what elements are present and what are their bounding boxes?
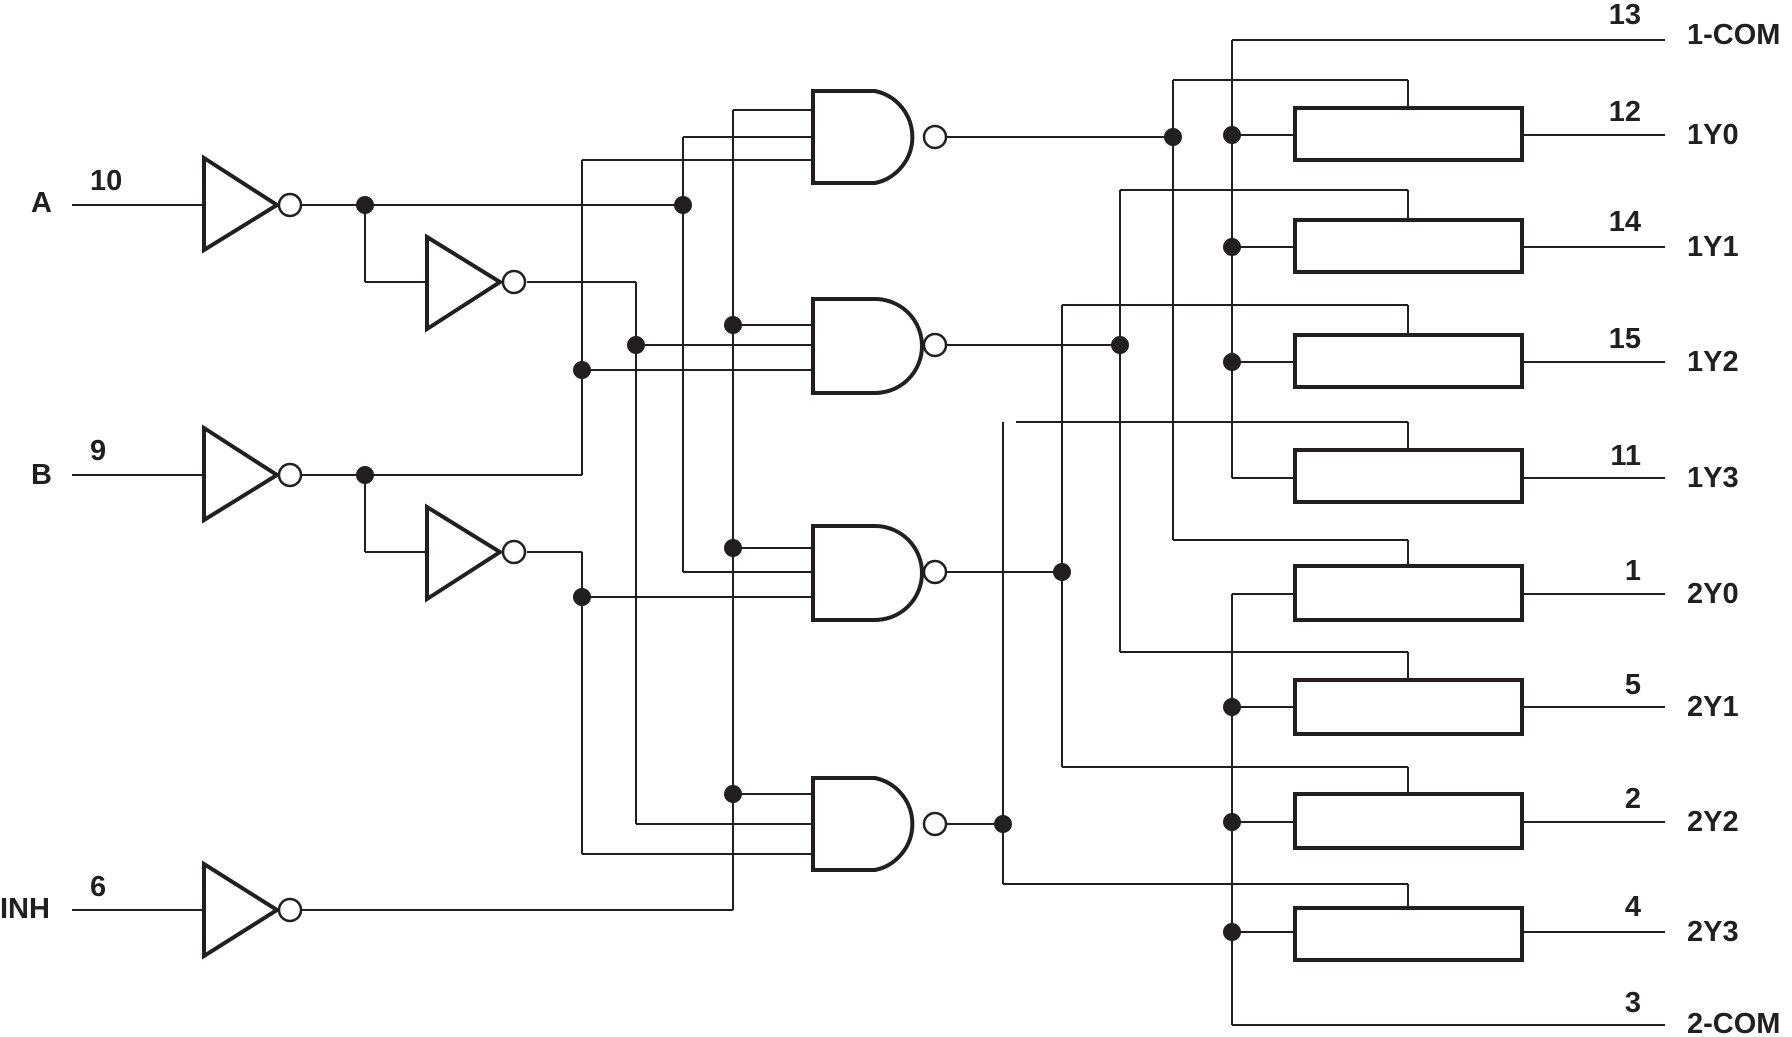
pin-label-b: 9 (90, 435, 106, 467)
nand-gate-0 (811, 89, 948, 185)
pin-label-1com: 13 (1609, 0, 1641, 31)
junction-dots (356, 126, 1241, 941)
pin-label-1y3: 11 (1610, 440, 1641, 472)
nand-gate-3 (811, 776, 948, 872)
wires (72, 39, 1665, 1026)
output-label-2y0: 2Y0 (1687, 578, 1739, 610)
pin-label-2com: 3 (1625, 987, 1641, 1019)
switch-1y2 (1293, 333, 1524, 389)
pin-label-2y2: 2 (1625, 783, 1641, 815)
switch-2y3 (1293, 906, 1524, 962)
output-label-1y1: 1Y1 (1687, 231, 1739, 263)
input-labels: A 10 B 9 INH 6 (0, 165, 122, 925)
pin-label-2y3: 4 (1625, 891, 1641, 923)
nand-gate-1 (811, 297, 948, 395)
input-label-inh: INH (0, 893, 50, 925)
inverter-b2 (425, 503, 527, 603)
pin-label-2y0: 1 (1625, 555, 1641, 587)
input-label-b: B (31, 459, 52, 491)
output-label-1com: 1-COM (1687, 19, 1780, 51)
output-label-2y3: 2Y3 (1687, 916, 1739, 948)
switch-1y3 (1293, 448, 1524, 504)
switch-2y2 (1293, 792, 1524, 850)
switches (1293, 106, 1524, 962)
pin-label-1y1: 14 (1609, 206, 1641, 238)
switch-1y0 (1293, 106, 1524, 162)
output-label-2y2: 2Y2 (1687, 806, 1739, 838)
input-label-a: A (31, 187, 52, 219)
output-label-1y2: 1Y2 (1687, 346, 1739, 378)
inverter-b1 (202, 424, 303, 524)
pin-label-1y2: 15 (1609, 323, 1641, 355)
common-labels: 13 1-COM 3 2-COM (1609, 0, 1781, 1037)
pin-label-2y1: 5 (1625, 669, 1641, 701)
output-label-2y1: 2Y1 (1687, 691, 1739, 723)
output-label-1y0: 1Y0 (1687, 119, 1739, 151)
pin-label-inh: 6 (90, 871, 106, 903)
inverter-a2 (425, 233, 527, 333)
output-labels: 12 1Y0 14 1Y1 15 1Y2 11 1Y3 1 2Y0 5 2Y1 … (1609, 96, 1739, 948)
inverter-inh (202, 860, 303, 960)
output-label-1y3: 1Y3 (1687, 462, 1739, 494)
pin-label-1y0: 12 (1609, 96, 1641, 128)
nand-gate-2 (811, 524, 948, 622)
pin-label-a: 10 (90, 165, 122, 197)
output-label-2com: 2-COM (1687, 1008, 1780, 1037)
inverter-a1 (202, 154, 303, 254)
switch-2y0 (1293, 564, 1524, 622)
switch-1y1 (1293, 218, 1524, 274)
switch-2y1 (1293, 678, 1524, 736)
